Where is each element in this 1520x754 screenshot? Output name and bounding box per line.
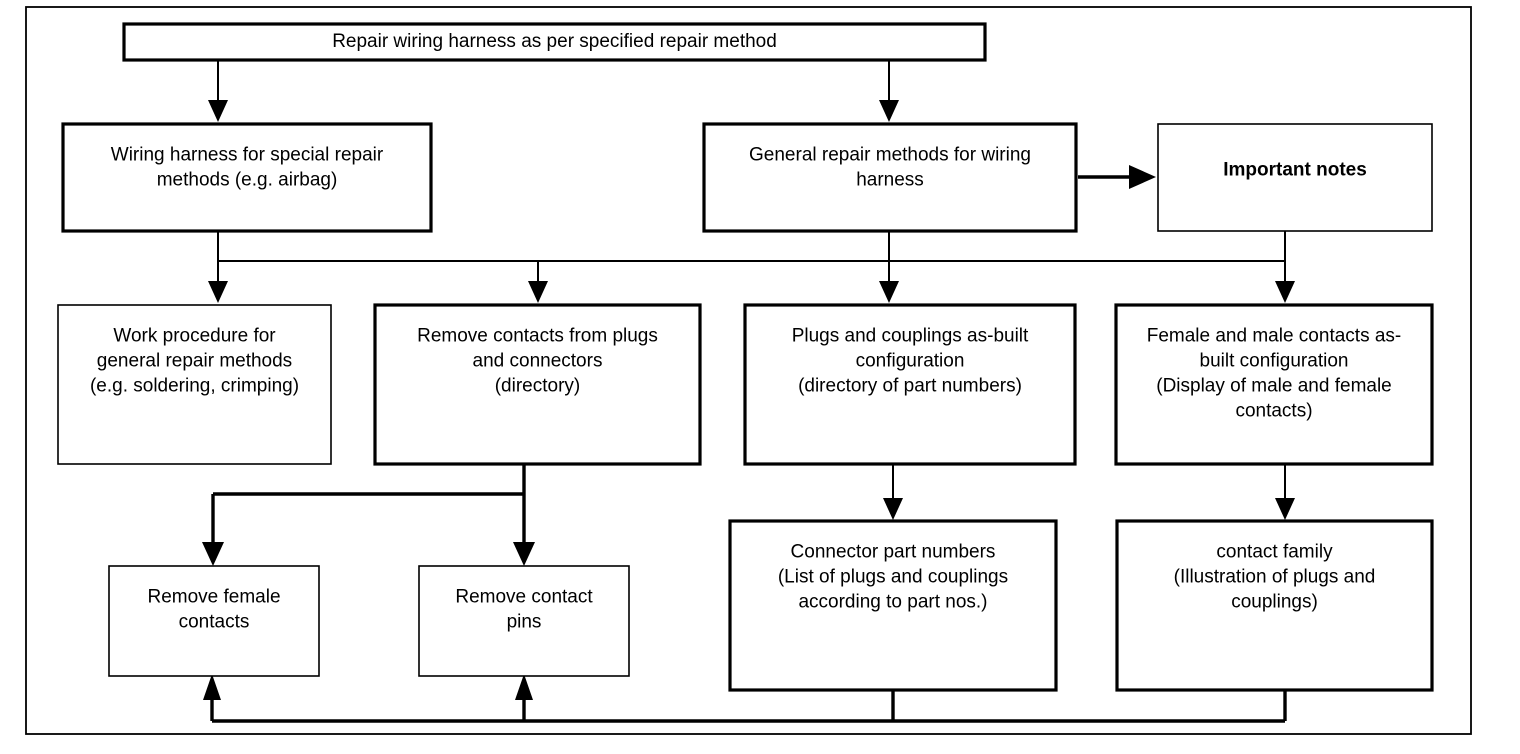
edge-general-to-plugsasbuilt	[879, 231, 899, 303]
connector-part-numbers-label-line-2: (List of plugs and couplings	[778, 567, 1008, 588]
connector-layer	[202, 60, 1295, 723]
connector-part-numbers-label-line-1: Connector part numbers	[791, 542, 996, 563]
node-female-and-male-contacts-as-built-configuration[interactable]: Female and male contacts as-built config…	[1114, 303, 1434, 466]
remove-contacts-from-plugs-and-connectors-box[interactable]	[373, 303, 702, 466]
edge-special-to-workproc	[208, 231, 228, 303]
remove-contact-pins-label-line-1: Remove contact	[455, 587, 593, 608]
female-and-male-contacts-as-built-configuration-label-line-3: (Display of male and female	[1156, 376, 1392, 397]
edge-root-to-special	[208, 60, 228, 122]
important-notes-label-line-1: Important notes	[1223, 160, 1367, 181]
contact-family-label-line-3: couplings)	[1231, 592, 1318, 613]
edge-bus-to-removecontacts	[528, 261, 548, 303]
female-and-male-contacts-as-built-configuration-label-line-4: contacts)	[1235, 401, 1312, 422]
edge-removecontacts-split	[213, 464, 526, 496]
important-notes-box[interactable]	[1157, 123, 1433, 232]
edge-contactsasbuilt-to-contactfamily	[1275, 464, 1295, 520]
outer-frame	[25, 6, 1472, 735]
plugs-and-couplings-as-built-configuration-label-line-1: Plugs and couplings as-built	[792, 326, 1029, 347]
remove-contact-pins-box[interactable]	[418, 565, 630, 677]
node-plugs-and-couplings-as-built-configuration[interactable]: Plugs and couplings as-built configuratio…	[743, 303, 1077, 466]
wiring-harness-special-repair-methods-box[interactable]	[61, 122, 433, 233]
plugs-and-couplings-as-built-configuration-label-line-2: configuration	[856, 351, 965, 372]
node-general-repair-methods-wiring-harness[interactable]: General repair methods for wiring harness	[702, 122, 1078, 233]
remove-female-contacts-label-line-2: contacts	[179, 612, 250, 633]
node-remove-contact-pins[interactable]: Remove contact pins	[418, 565, 630, 677]
plugs-and-couplings-as-built-configuration-box[interactable]	[743, 303, 1077, 466]
female-and-male-contacts-as-built-configuration-label-line-1: Female and male contacts as-	[1147, 326, 1402, 347]
edge-plugsasbuilt-to-connectorpn	[883, 464, 903, 520]
female-and-male-contacts-as-built-configuration-box[interactable]	[1114, 303, 1434, 466]
work-procedure-general-repair-methods-label-line-1: Work procedure for	[113, 326, 276, 347]
node-layer: Repair wiring harness as per specified r…	[57, 22, 1434, 692]
edge-general-to-notes	[1078, 165, 1156, 189]
connector-part-numbers-box[interactable]	[728, 519, 1058, 692]
contact-family-label-line-1: contact family	[1216, 542, 1333, 563]
work-procedure-general-repair-methods-label-line-2: general repair methods	[97, 351, 292, 372]
work-procedure-general-repair-methods-box[interactable]	[57, 304, 332, 465]
remove-contact-pins-label-line-2: pins	[507, 612, 542, 633]
node-contact-family[interactable]: contact family (Illustration of plugs and…	[1115, 519, 1434, 692]
node-important-notes[interactable]: Important notes	[1157, 123, 1433, 232]
general-repair-methods-wiring-harness-label-line-1: General repair methods for wiring	[749, 145, 1031, 166]
plugs-and-couplings-as-built-configuration-label-line-3: (directory of part numbers)	[798, 376, 1022, 397]
contact-family-label-line-2: (Illustration of plugs and	[1174, 567, 1376, 588]
repair-wiring-harness-label-line-1: Repair wiring harness as per specified r…	[332, 31, 777, 52]
node-wiring-harness-special-repair-methods[interactable]: Wiring harness for special repair methods…	[61, 122, 433, 233]
node-connector-part-numbers[interactable]: Connector part numbers (List of plugs and…	[728, 519, 1058, 692]
node-remove-contacts-from-plugs-and-connectors[interactable]: Remove contacts from plugs and connectors…	[373, 303, 702, 466]
edge-removecontacts-to-removepins	[513, 494, 535, 566]
wiring-harness-special-repair-methods-label-line-2: methods (e.g. airbag)	[157, 170, 338, 191]
repair-wiring-harness-box[interactable]	[122, 22, 987, 62]
contact-family-box[interactable]	[1115, 519, 1434, 692]
female-and-male-contacts-as-built-configuration-label-line-2: built configuration	[1200, 351, 1349, 372]
connector-part-numbers-label-line-3: according to part nos.)	[798, 592, 987, 613]
remove-contacts-from-plugs-and-connectors-label-line-2: and connectors	[473, 351, 603, 372]
general-repair-methods-wiring-harness-label-line-2: harness	[856, 170, 924, 191]
edge-notes-to-contactsasbuilt	[1275, 231, 1295, 303]
remove-female-contacts-box[interactable]	[108, 565, 320, 677]
remove-female-contacts-label-line-1: Remove female	[147, 587, 280, 608]
wiring-harness-special-repair-methods-label-line-1: Wiring harness for special repair	[111, 145, 384, 166]
node-work-procedure-general-repair-methods[interactable]: Work procedure for general repair methods…	[57, 304, 332, 465]
remove-contacts-from-plugs-and-connectors-label-line-3: (directory)	[495, 376, 581, 397]
edge-root-to-general	[879, 60, 899, 122]
remove-contacts-from-plugs-and-connectors-label-line-1: Remove contacts from plugs	[417, 326, 658, 347]
edge-return-bus-to-removefemale	[203, 674, 221, 721]
node-remove-female-contacts[interactable]: Remove female contacts	[108, 565, 320, 677]
general-repair-methods-wiring-harness-box[interactable]	[702, 122, 1078, 233]
edge-removecontacts-to-removefemale	[202, 494, 224, 566]
work-procedure-general-repair-methods-label-line-3: (e.g. soldering, crimping)	[90, 376, 299, 397]
node-repair-wiring-harness[interactable]: Repair wiring harness as per specified r…	[122, 22, 987, 62]
edge-return-bus-to-removepins	[515, 674, 533, 721]
